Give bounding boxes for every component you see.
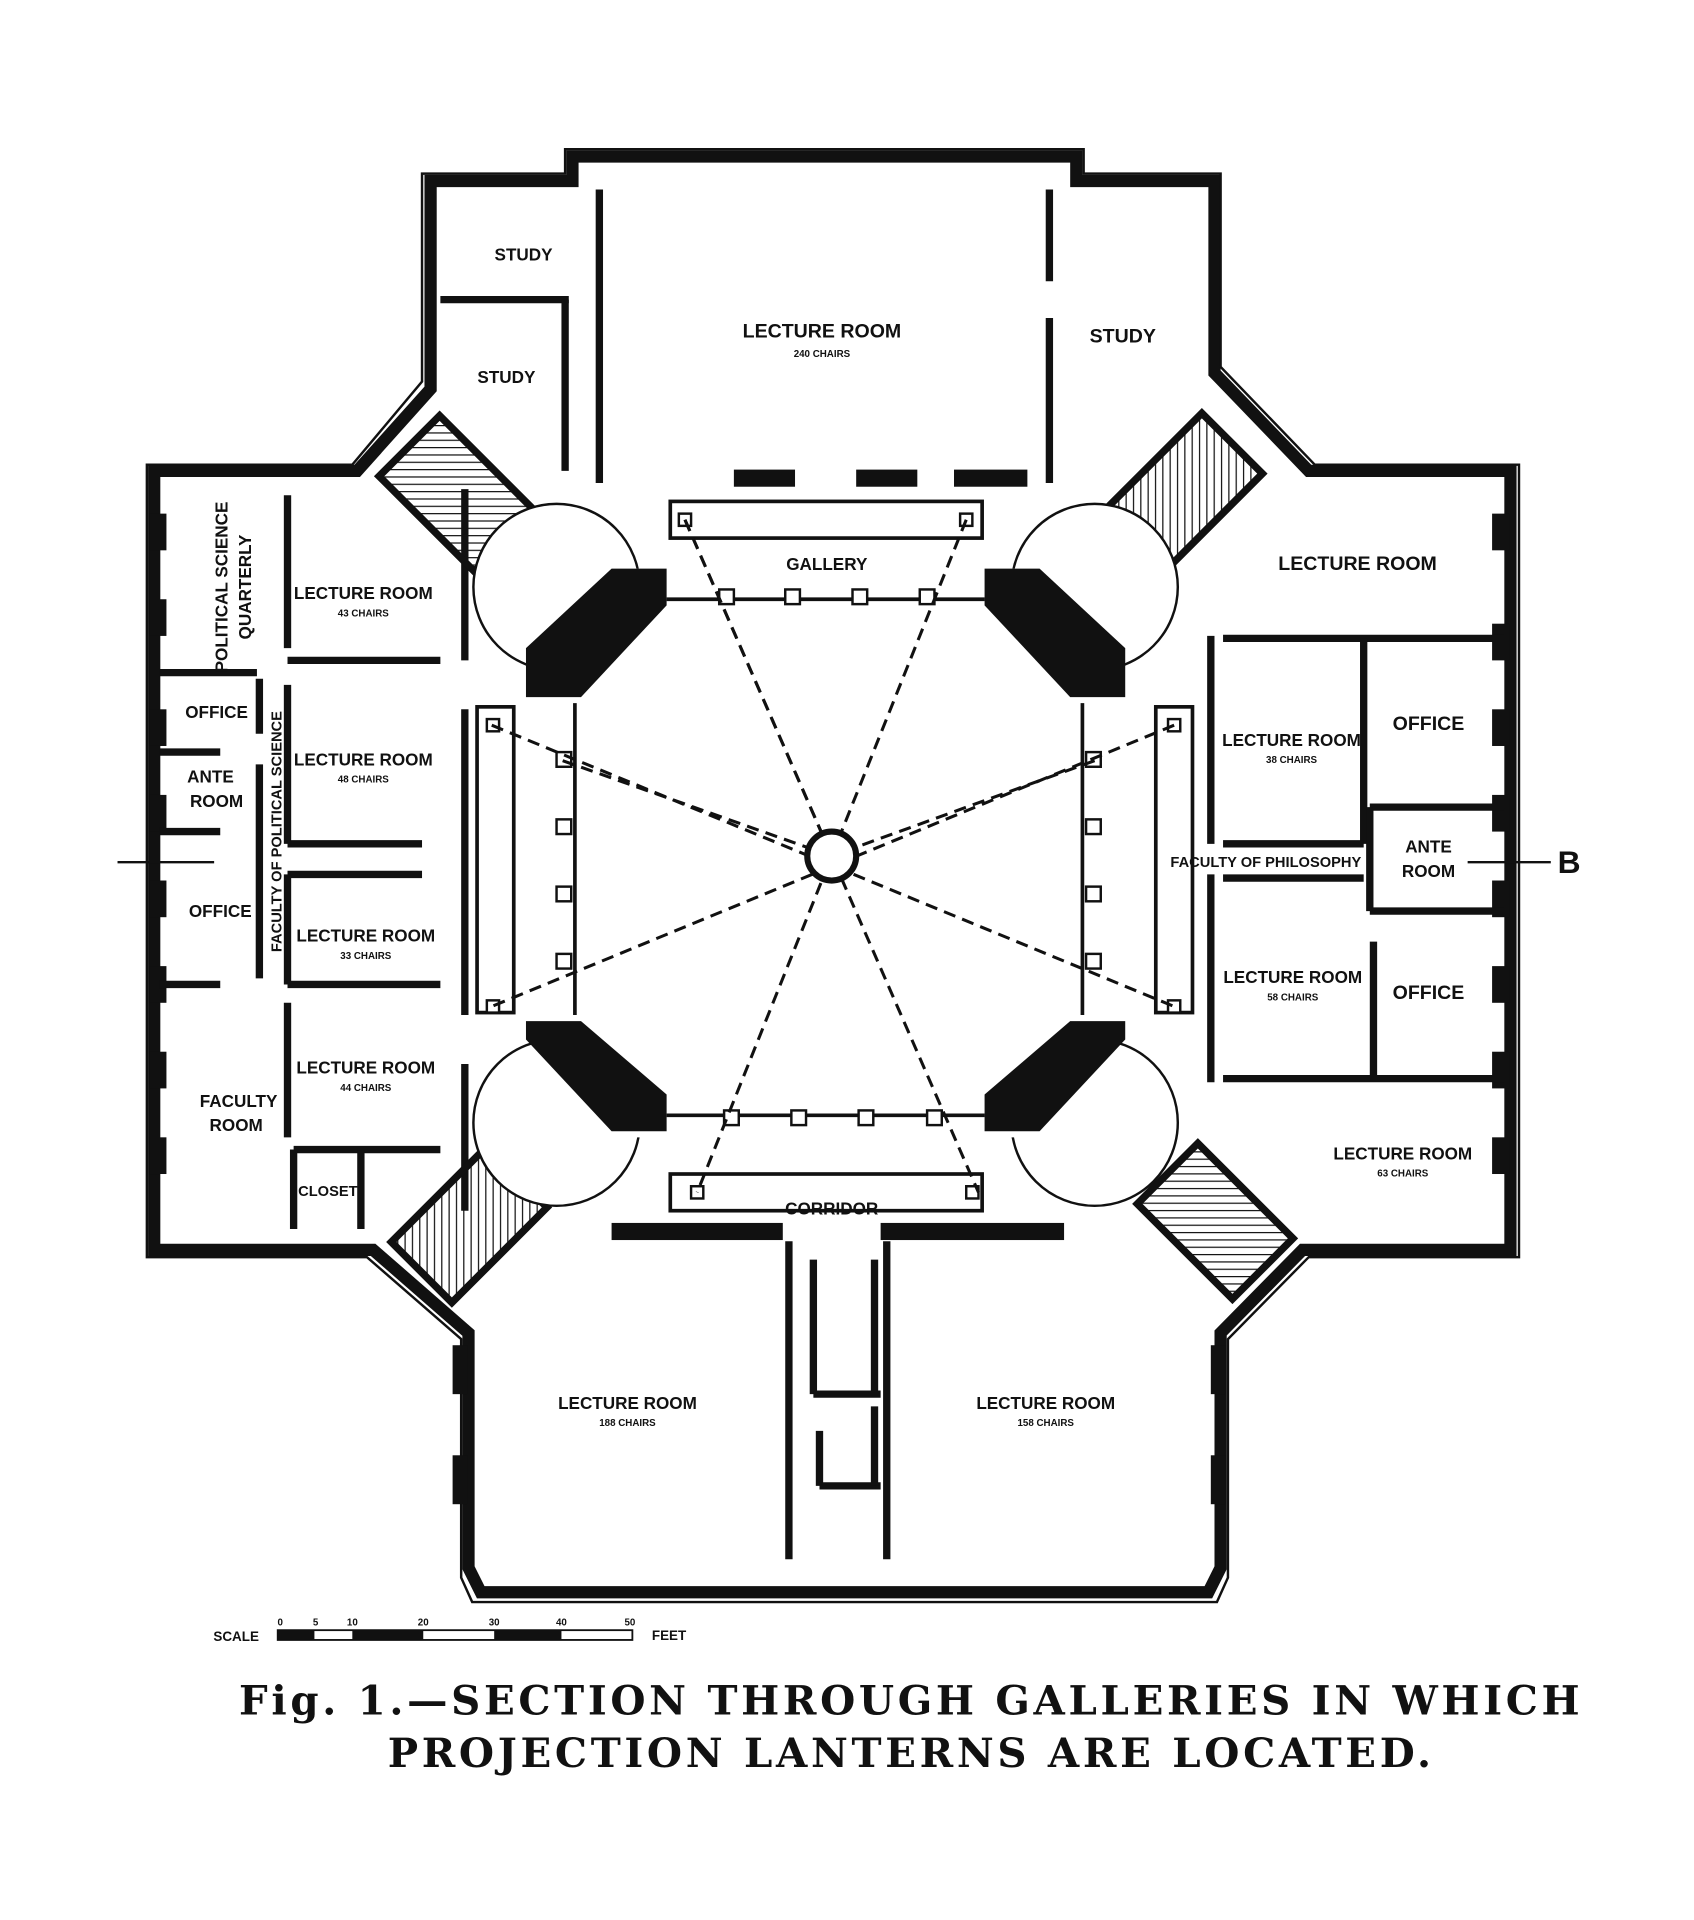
label-lecture-room: LECTURE ROOM <box>296 1059 435 1078</box>
label-lecture-room: LECTURE ROOM <box>1223 968 1362 987</box>
label-faculty-room: ROOM <box>210 1116 263 1135</box>
scale-unit: FEET <box>652 1628 687 1643</box>
label-ante-room: ANTE <box>1405 837 1452 856</box>
label-ante-room: ANTE <box>187 768 234 787</box>
center-column <box>804 828 860 884</box>
section-marker-b: B <box>1558 844 1581 880</box>
label-office: OFFICE <box>1393 713 1465 735</box>
scale-tick: 20 <box>418 1617 429 1628</box>
scale-tick: 50 <box>624 1617 635 1628</box>
label-lecture-room: LECTURE ROOM <box>743 321 902 343</box>
outer-line <box>145 147 1521 1604</box>
label-lecture-room: LECTURE ROOM <box>294 584 433 603</box>
figure-caption-line2: PROJECTION LANTERNS ARE LOCATED. <box>388 1729 1435 1777</box>
label-study: STUDY <box>1090 325 1156 347</box>
label-office: OFFICE <box>1393 982 1465 1004</box>
label-lecture-room: LECTURE ROOM <box>296 927 435 946</box>
label-chairs: 43 CHAIRS <box>338 608 389 619</box>
label-political-science-quarterly: QUARTERLY <box>236 534 255 639</box>
label-chairs: 240 CHAIRS <box>794 349 851 360</box>
label-lecture-room: LECTURE ROOM <box>976 1394 1115 1413</box>
figure-caption-line1: Fig. 1.—SECTION THROUGH GALLERIES IN WHI… <box>239 1677 1583 1725</box>
label-faculty-corridor: FACULTY OF PHILOSOPHY <box>1170 855 1361 871</box>
scale-tick: 0 <box>277 1617 283 1628</box>
label-ante-room: ROOM <box>190 792 243 811</box>
label-closet: CLOSET <box>298 1184 357 1200</box>
label-chairs: 38 CHAIRS <box>1266 755 1317 766</box>
window-piers <box>149 469 1510 1505</box>
label-chairs: 44 CHAIRS <box>340 1083 391 1094</box>
scale-tick: 10 <box>347 1617 358 1628</box>
interior-walls <box>159 189 1505 1560</box>
label-political-science-quarterly: POLITICAL SCIENCE <box>213 502 232 673</box>
label-chairs: 158 CHAIRS <box>1017 1418 1074 1429</box>
label-office: OFFICE <box>185 703 248 722</box>
scale-tick: 40 <box>556 1617 567 1628</box>
staircase-bottom-right <box>1132 1138 1299 1305</box>
scale-label: SCALE <box>213 1629 259 1644</box>
scale-tick: 30 <box>489 1617 500 1628</box>
label-chairs: 48 CHAIRS <box>338 775 389 786</box>
label-chairs: 33 CHAIRS <box>340 951 391 962</box>
label-chairs: 63 CHAIRS <box>1377 1168 1428 1179</box>
label-chairs: 58 CHAIRS <box>1267 992 1318 1003</box>
scale-bar: SCALE 0 5 10 20 30 40 50 FEET <box>213 1617 687 1644</box>
label-chairs: 188 CHAIRS <box>599 1418 656 1429</box>
scale-tick: 5 <box>313 1617 319 1628</box>
label-gallery: GALLERY <box>786 555 868 574</box>
label-faculty-room: FACULTY <box>200 1092 278 1111</box>
label-study: STUDY <box>495 245 554 264</box>
label-faculty-corridor: FACULTY OF POLITICAL SCIENCE <box>269 711 285 952</box>
label-lecture-room: LECTURE ROOM <box>558 1394 697 1413</box>
label-lecture-room: LECTURE ROOM <box>1333 1144 1472 1163</box>
label-lecture-room: LECTURE ROOM <box>294 751 433 770</box>
label-study: STUDY <box>477 368 536 387</box>
label-office: OFFICE <box>189 902 252 921</box>
label-lecture-room: LECTURE ROOM <box>1278 553 1437 575</box>
label-corridor: CORRIDOR <box>785 1199 878 1218</box>
label-ante-room: ROOM <box>1402 862 1455 881</box>
label-lecture-room: LECTURE ROOM <box>1222 731 1361 750</box>
